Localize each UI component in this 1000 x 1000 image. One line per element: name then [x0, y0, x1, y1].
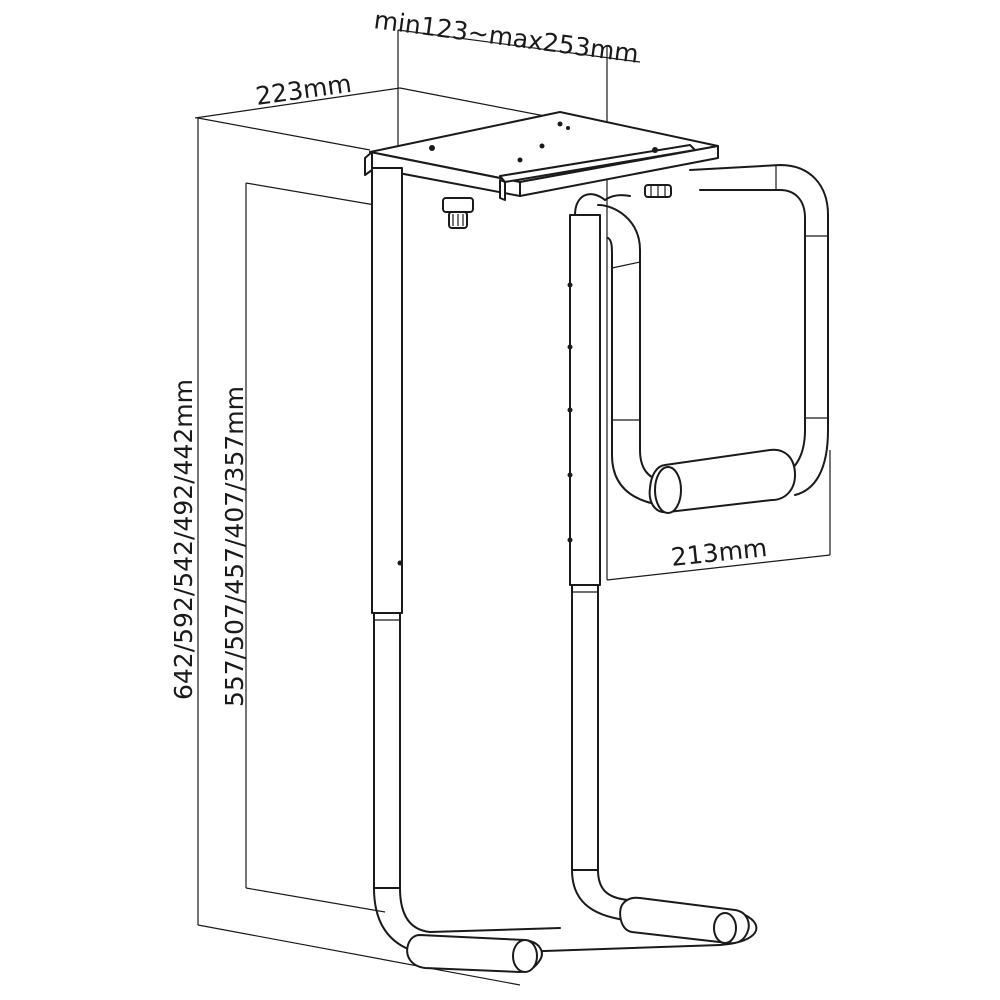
back-post — [567, 193, 629, 921]
top-width-label: min123~max253mm — [372, 5, 640, 69]
mounting-knob-right — [644, 184, 672, 198]
front-post — [371, 167, 431, 956]
depth-label: 223mm — [254, 69, 354, 111]
side-arm — [597, 164, 829, 514]
mounting-knob-left — [442, 197, 474, 229]
inner-height-label: 557/507/457/407/357mm — [220, 386, 249, 707]
base-foot — [406, 896, 758, 973]
outer-height-label: 642/592/542/492/442mm — [169, 379, 198, 700]
dimension-labels: min123~max253mm 223mm 642/592/542/492/44… — [169, 5, 769, 707]
top-mounting-plate — [364, 111, 719, 201]
arm-width-label: 213mm — [670, 533, 769, 572]
